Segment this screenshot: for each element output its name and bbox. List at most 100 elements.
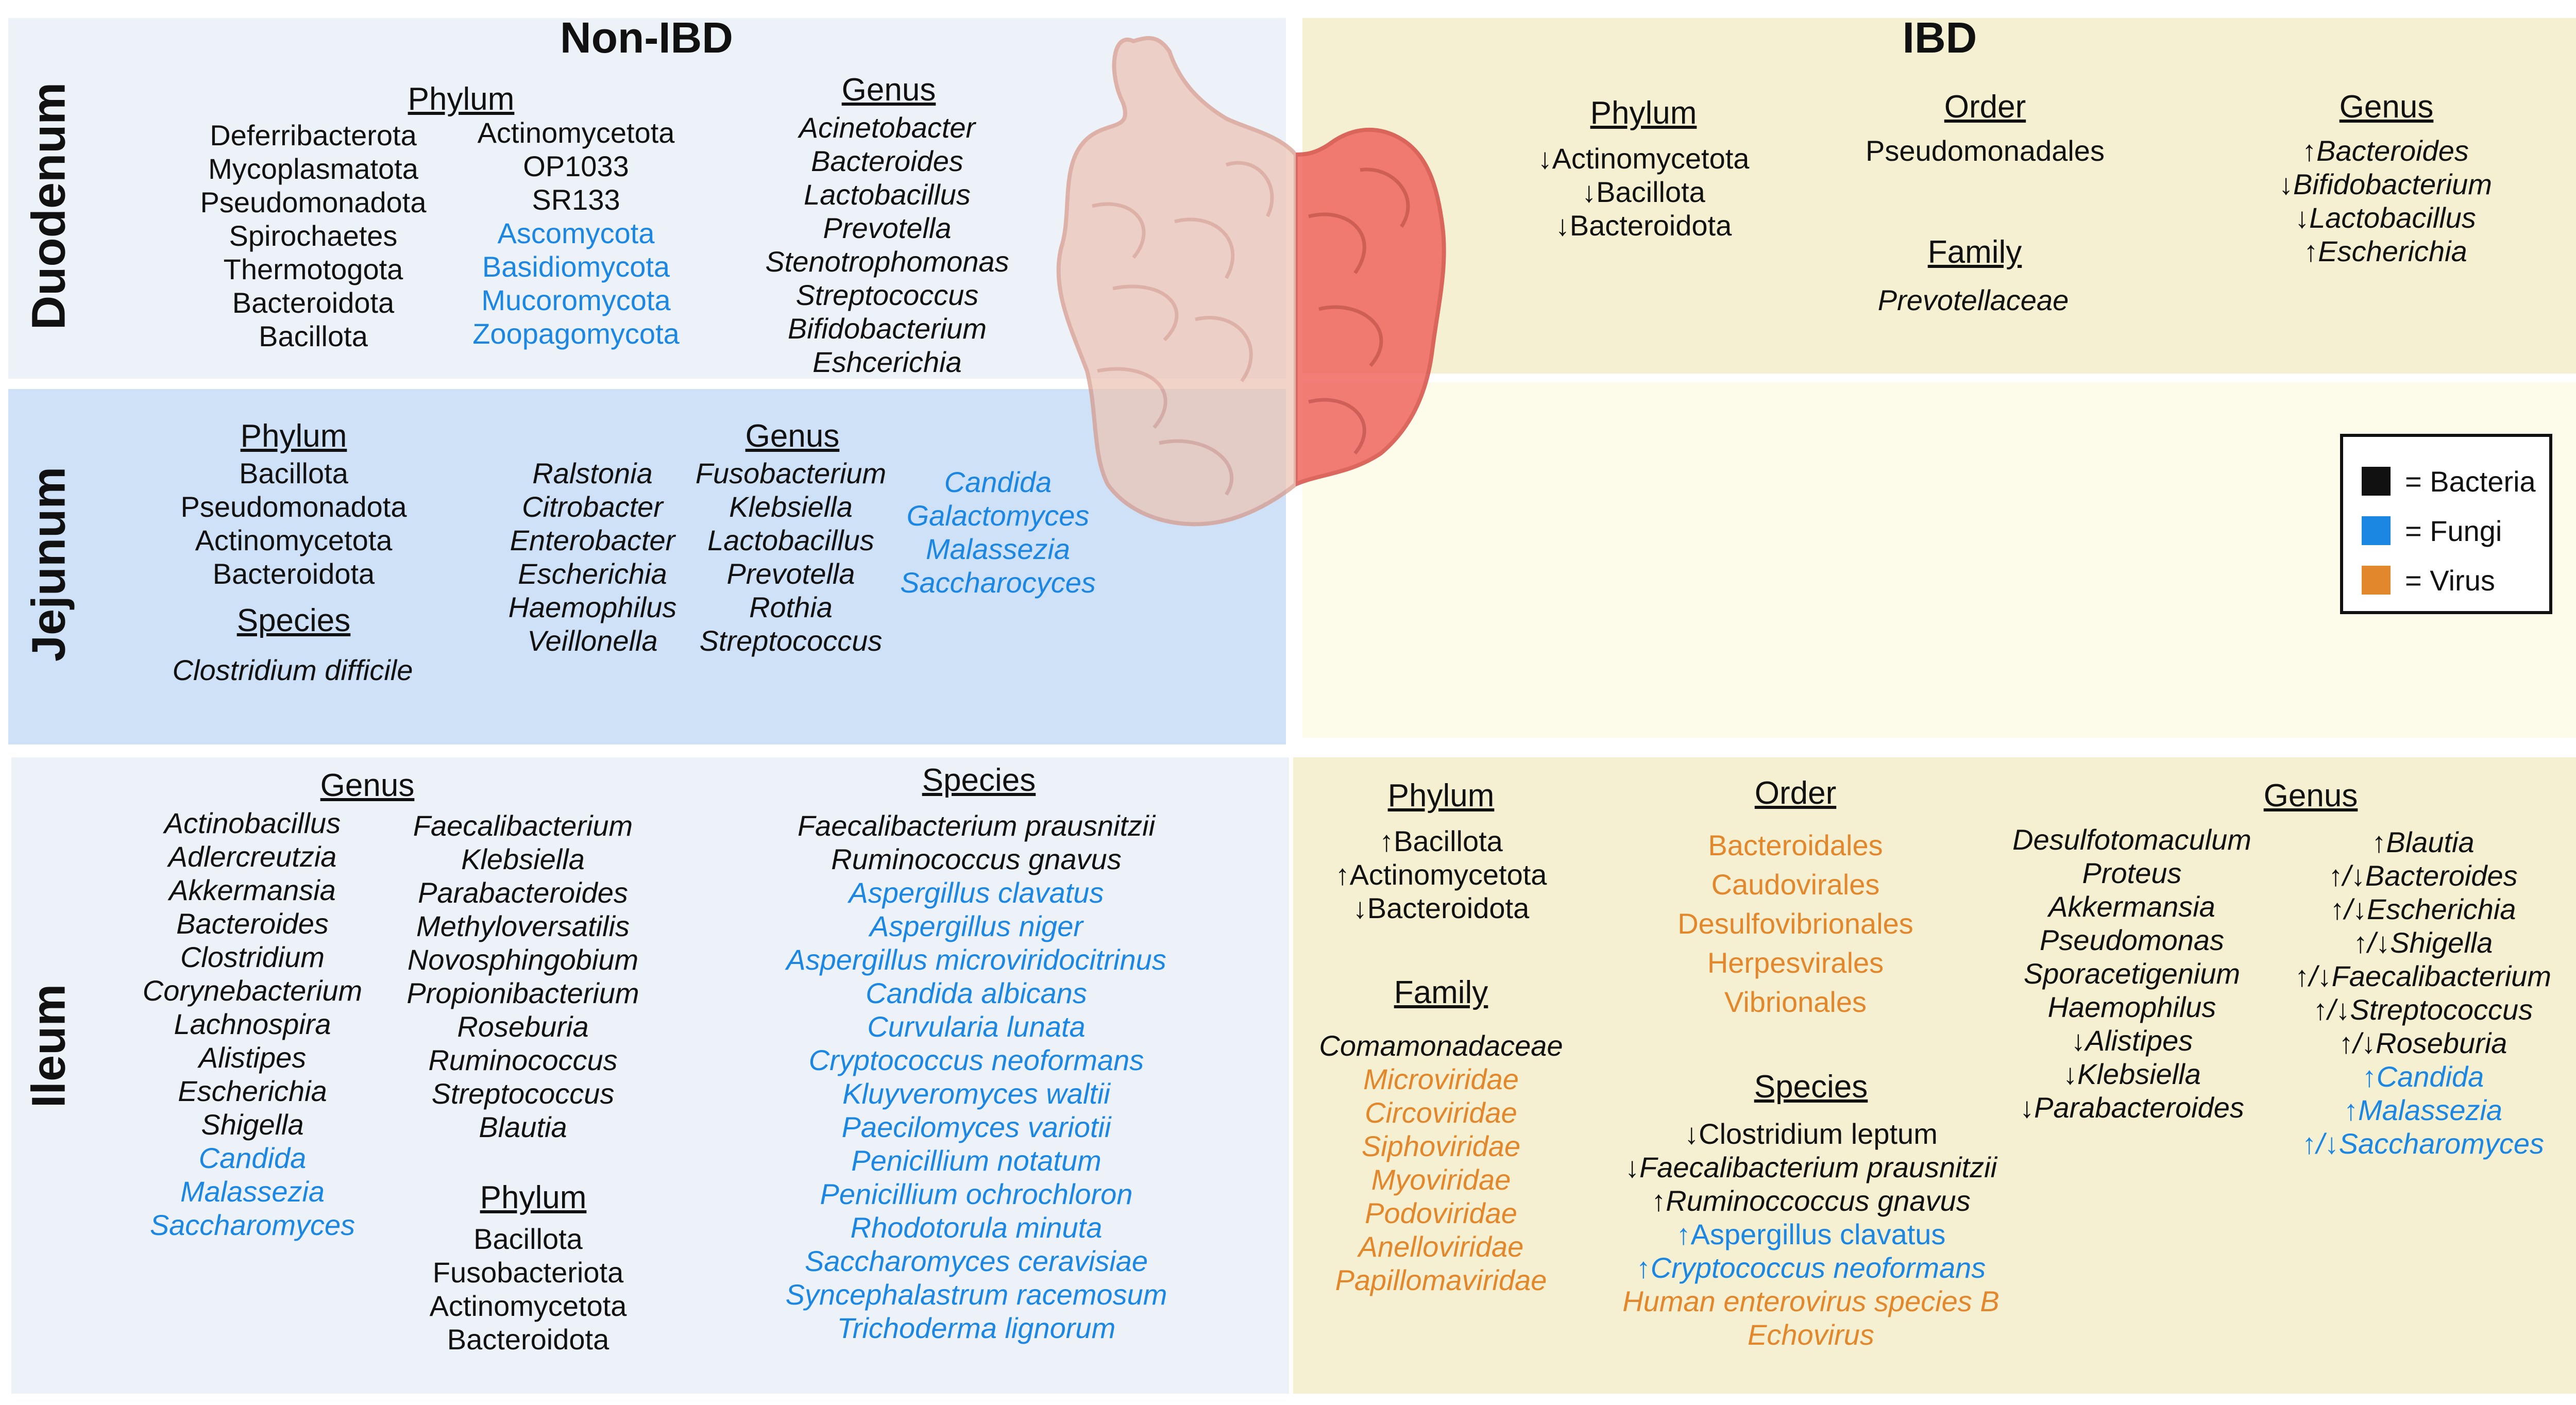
taxon-label: ↑/↓Saccharomyces (2302, 1127, 2544, 1160)
taxon-label: Pseudomonas (2039, 924, 2224, 956)
taxon-label: Candida (198, 1142, 307, 1174)
taxon-label: ↑/↓Faecalibacterium (2295, 960, 2551, 992)
nonibd-jejunum-panel (8, 389, 1286, 744)
taxon-label: Syncephalastrum racemosum (785, 1278, 1167, 1311)
nonibd-ile-phylum-header: Phylum (480, 1180, 587, 1215)
taxon-label: ↑/↓Roseburia (2338, 1027, 2507, 1059)
taxon-label: Akkermansia (2048, 890, 2215, 923)
section-label-jejunum: Jejunum (22, 466, 75, 662)
taxon-label: Bacteroides (811, 145, 963, 177)
taxon-label: Lachnospira (174, 1008, 331, 1040)
taxon-label: Clostridium (180, 941, 325, 973)
taxon-label: ↓Bacillota (1582, 176, 1705, 208)
taxon-label: Mycoplasmatota (208, 153, 418, 185)
taxon-label: Rothia (749, 591, 833, 623)
taxon-label: Haemophilus (508, 591, 677, 623)
intestine-healthy (1056, 36, 1296, 527)
taxon-label: Propionibacterium (406, 977, 639, 1009)
taxon-label: Curvularia lunata (867, 1010, 1086, 1043)
ibd-ile-species-header: Species (1754, 1069, 1868, 1105)
taxon-label: Prevotella (726, 557, 855, 590)
taxon-label: Bacteroidota (212, 557, 375, 590)
legend-swatch-fungi (2362, 516, 2391, 545)
taxon-label: Ascomycota (497, 217, 655, 249)
legend-swatch-virus (2362, 566, 2391, 595)
nonibd-jej-species-list: Clostridium difficile (173, 653, 413, 687)
taxon-label: Corynebacterium (142, 974, 363, 1007)
ibd-duo-phylum-header: Phylum (1590, 95, 1697, 131)
section-label-duodenum: Duodenum (22, 82, 75, 330)
taxon-label: Ruminococcus gnavus (831, 843, 1122, 875)
taxon-label: Actinomycetota (429, 1290, 627, 1322)
taxon-label: Desulfotomaculum (2012, 823, 2251, 856)
taxon-label: ↑Candida (2362, 1060, 2484, 1093)
taxon-label: Klebsiella (461, 843, 585, 875)
taxon-label: ↑Cryptococcus neoformans (1636, 1251, 1986, 1284)
taxon-label: Eshcerichia (812, 346, 962, 378)
taxon-label: Actinomycetota (477, 116, 675, 149)
taxon-label: Candida (944, 466, 1052, 498)
taxon-label: SR133 (532, 183, 620, 216)
taxon-label: Escherichia (178, 1075, 327, 1107)
taxon-label: Paecilomyces variotii (841, 1111, 1111, 1143)
taxon-label: ↑Actinomycetota (1335, 858, 1547, 891)
taxon-label: ↑Blautia (2371, 826, 2475, 858)
taxon-label: Roseburia (457, 1010, 589, 1043)
taxon-label: Parabacteroides (418, 876, 628, 909)
taxon-label: Herpesvirales (1707, 946, 1884, 979)
taxon-label: Caudovirales (1711, 868, 1880, 901)
taxon-label: ↑Escherichia (2303, 235, 2467, 267)
taxon-label: Actinobacillus (164, 807, 341, 839)
ibd-ile-genus-col2: ↑Blautia↑/↓Bacteroides↑/↓Escherichia↑/↓S… (2295, 825, 2551, 1160)
taxon-label: Proteus (2082, 857, 2182, 889)
taxon-label: Podoviridae (1365, 1197, 1517, 1229)
taxon-label: Thermotogota (223, 253, 403, 285)
taxon-label: ↑/↓Bacteroides (2328, 859, 2518, 892)
taxon-label: Echovirus (1748, 1318, 1874, 1351)
taxon-label: ↑Malassezia (2343, 1094, 2503, 1126)
taxon-label: Aspergillus microviridocitrinus (786, 943, 1166, 976)
nonibd-duo-phylum-header: Phylum (408, 81, 515, 117)
taxon-label: Malassezia (180, 1175, 325, 1208)
legend-item-fungi: = Fungi (2362, 514, 2502, 547)
legend-label-fungi: = Fungi (2405, 514, 2502, 547)
taxon-label: Sporacetigenium (2023, 957, 2241, 990)
taxon-label: Microviridae (1363, 1063, 1519, 1095)
taxon-label: Kluyveromyces waltii (842, 1077, 1110, 1110)
taxon-label: Fusobacterium (695, 457, 887, 489)
ibd-ile-order-header: Order (1754, 775, 1837, 811)
taxon-label: Streptococcus (795, 279, 979, 311)
taxon-label: Circoviridae (1365, 1096, 1517, 1129)
taxon-label: ↑Aspergillus clavatus (1676, 1218, 1946, 1250)
taxon-label: Pseudomonadota (200, 186, 427, 218)
taxon-label: Haemophilus (2047, 991, 2216, 1023)
taxon-label: Citrobacter (522, 490, 663, 523)
taxon-label: Galactomyces (906, 499, 1090, 532)
taxon-label: Enterobacter (510, 524, 675, 556)
taxon-label: ↑Ruminoccoccus gnavus (1651, 1184, 1971, 1217)
ibd-duo-genus-list: ↑Bacteroides↓Bifidobacterium↓Lactobacill… (2279, 134, 2492, 268)
legend-swatch-bacteria (2362, 467, 2391, 496)
taxon-label: Saccharocyces (900, 566, 1096, 599)
legend-label-bacteria: = Bacteria (2405, 465, 2536, 498)
nonibd-duo-genus-header: Genus (841, 72, 936, 108)
ibd-ile-phylum-list: ↑Bacillota↑Actinomycetota↓Bacteroidota (1335, 824, 1547, 925)
taxon-label: Clostridium difficile (172, 654, 413, 686)
taxon-label: Candida albicans (866, 977, 1087, 1009)
taxon-label: Penicillium notatum (851, 1144, 1101, 1177)
taxon-label: ↓Bacteroidota (1352, 892, 1530, 924)
ibd-duodenum-panel (1302, 18, 2576, 374)
nonibd-ile-genus-header: Genus (320, 768, 415, 803)
taxon-label: Alistipes (198, 1041, 307, 1074)
ibd-duo-family-list: Prevotellaceae (1878, 283, 2069, 317)
taxon-label: Spirochaetes (229, 219, 398, 252)
ibd-ile-family-header: Family (1394, 975, 1488, 1010)
legend: = Bacteria = Fungi = Virus (2340, 434, 2552, 614)
